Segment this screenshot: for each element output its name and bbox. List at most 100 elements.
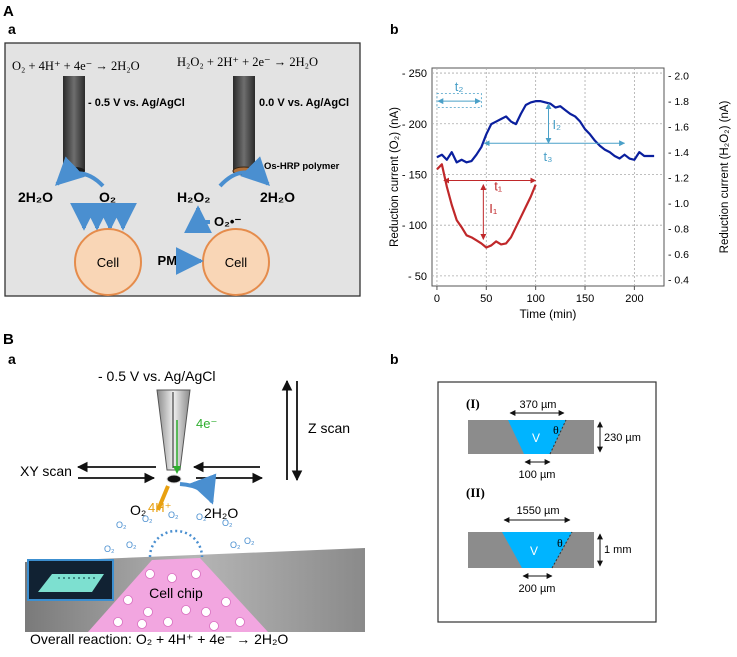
t3-label: t₃ — [544, 149, 553, 164]
well-II-angle: θ — [557, 536, 563, 550]
panel-b-a-schematic: - 0.5 V vs. Ag/AgCl 4e⁻ Z scan XY scan O… — [20, 368, 365, 647]
y-right-tick-label: - 1.8 — [668, 96, 689, 108]
o2-bubble-label: O₂ — [126, 540, 137, 550]
series-line-h2o2 — [436, 100, 655, 164]
cell-left-label: Cell — [97, 255, 120, 270]
y-right-axis-label: Reduction current (H₂O₂) (nA) — [719, 100, 731, 253]
plot-area — [431, 67, 665, 287]
y-left-tick-label: - 150 — [402, 169, 427, 181]
x-ticks: 0 50 100 150 200 — [434, 286, 644, 305]
chart-series — [436, 100, 655, 249]
well-I-volume: V — [532, 431, 540, 445]
o2-bubble-label: O₂ — [196, 512, 207, 522]
panel-label-B: B — [3, 331, 14, 348]
t2-label: t₂ — [455, 79, 464, 94]
well-II-icon — [502, 532, 572, 568]
cell-icon — [201, 607, 211, 617]
x-tick-label: 50 — [480, 293, 492, 305]
well-label-I: (I) — [466, 396, 480, 411]
series-line-o2 — [436, 163, 537, 249]
left-reactant: O₂ — [99, 189, 116, 205]
t1-label: t₁ — [494, 179, 503, 194]
left-product: 2H₂O — [18, 189, 53, 205]
x-tick-label: 100 — [526, 293, 544, 305]
cell-icon — [167, 573, 177, 583]
y-right-ticks: - 0.4- 0.6- 0.8- 1.0- 1.2- 1.4- 1.6- 1.8… — [668, 71, 689, 287]
panel-label-A-a: a — [8, 21, 16, 37]
panel-a-a-schematic: O₂ + 4H⁺ + 4e⁻ → 2H₂O H₂O₂ + 2H⁺ + 2e⁻ →… — [4, 42, 361, 297]
probe-potential: - 0.5 V vs. Ag/AgCl — [98, 368, 216, 384]
well-I-angle: θ — [553, 423, 559, 437]
dim-II-height-label: 1 mm — [604, 544, 632, 556]
cell-chip-label: Cell chip — [149, 585, 203, 601]
right-electrode-icon — [233, 76, 255, 171]
cell-icon — [163, 617, 173, 627]
well-II-volume: V — [530, 544, 538, 558]
panel-label-B-a: a — [8, 351, 16, 367]
dim-I-top-label: 370 µm — [520, 399, 557, 411]
y-left-tick-label: - 250 — [402, 68, 427, 80]
cell-chip-well-icon — [88, 558, 268, 632]
I1-label: I₁ — [489, 201, 498, 216]
x-tick-label: 200 — [625, 293, 643, 305]
y-left-axis-label: Reduction current (O₂) (nA) — [389, 107, 401, 247]
dim-II-top-label: 1550 µm — [516, 505, 559, 517]
y-right-tick-label: - 1.0 — [668, 198, 689, 210]
dim-I-bottom-label: 100 µm — [519, 469, 556, 481]
electron-arrow-head — [173, 466, 181, 474]
o2-bubble-label: O₂ — [230, 540, 241, 550]
chart-annotations: t₂ t₃ I₂ t₁ I₁ — [436, 79, 626, 240]
cell-icon — [145, 569, 155, 579]
y-left-tick-label: - 100 — [402, 220, 427, 232]
cell-icon — [191, 569, 201, 579]
panel-label-A: A — [3, 3, 14, 20]
well-label-II: (II) — [466, 485, 485, 500]
cell-icon — [235, 617, 245, 627]
panel-label-B-b: b — [390, 351, 399, 367]
proton-label: 4H⁺ — [148, 500, 171, 515]
z-scan-label: Z scan — [308, 420, 350, 436]
xy-scan-label: XY scan — [20, 463, 72, 479]
y-right-tick-label: - 0.6 — [668, 249, 689, 261]
pma-label: PMA — [158, 253, 188, 268]
y-left-ticks: - 50 - 100 - 150 - 200 - 250 — [402, 68, 427, 283]
o2-bubble-label: O₂ — [142, 514, 153, 524]
cells-in-chip — [113, 569, 245, 631]
cell-icon — [221, 597, 231, 607]
y-left-tick-label: - 50 — [408, 271, 427, 283]
chip-photo-icon — [38, 574, 104, 592]
right-reaction-arrow — [218, 156, 270, 188]
right-product: 2H₂O — [260, 189, 295, 205]
overall-reaction: Overall reaction: O₂ + 4H⁺ + 4e⁻ → 2H₂O — [30, 631, 288, 647]
dim-I-height-label: 230 µm — [604, 432, 641, 444]
left-reaction-arrow — [54, 156, 105, 188]
proton-arrow — [156, 485, 170, 511]
left-equation: O₂ + 4H⁺ + 4e⁻ → 2H₂O — [12, 59, 140, 73]
o2-bubble-label: O₂ — [168, 510, 179, 520]
o2-bubble-label: O₂ — [244, 536, 255, 546]
cell-icon — [209, 621, 219, 631]
x-axis-label: Time (min) — [520, 307, 577, 321]
y-right-tick-label: - 1.4 — [668, 147, 689, 159]
cell-icon — [137, 619, 147, 629]
x-tick-label: 150 — [576, 293, 594, 305]
y-right-tick-label: - 0.8 — [668, 224, 689, 236]
cell-icon — [181, 605, 191, 615]
panel-label-A-b: b — [390, 21, 399, 37]
well-II-wall — [551, 531, 573, 569]
tip-reaction-arrow — [179, 473, 217, 505]
o2-bubble-label: O₂ — [222, 518, 233, 528]
cell-right-label: Cell — [225, 255, 248, 270]
cell-icon — [123, 595, 133, 605]
polymer-label: Os-HRP polymer — [264, 161, 340, 172]
x-tick-label: 0 — [434, 293, 440, 305]
I2-label: I₂ — [552, 117, 561, 132]
right-equation: H₂O₂ + 2H⁺ + 2e⁻ → 2H₂O — [177, 55, 318, 69]
y-left-tick-label: - 200 — [402, 119, 427, 131]
probe-tip-icon — [166, 474, 182, 484]
superoxide-arrow — [184, 205, 212, 234]
t2-box — [436, 93, 482, 108]
well-I-icon — [508, 420, 566, 454]
